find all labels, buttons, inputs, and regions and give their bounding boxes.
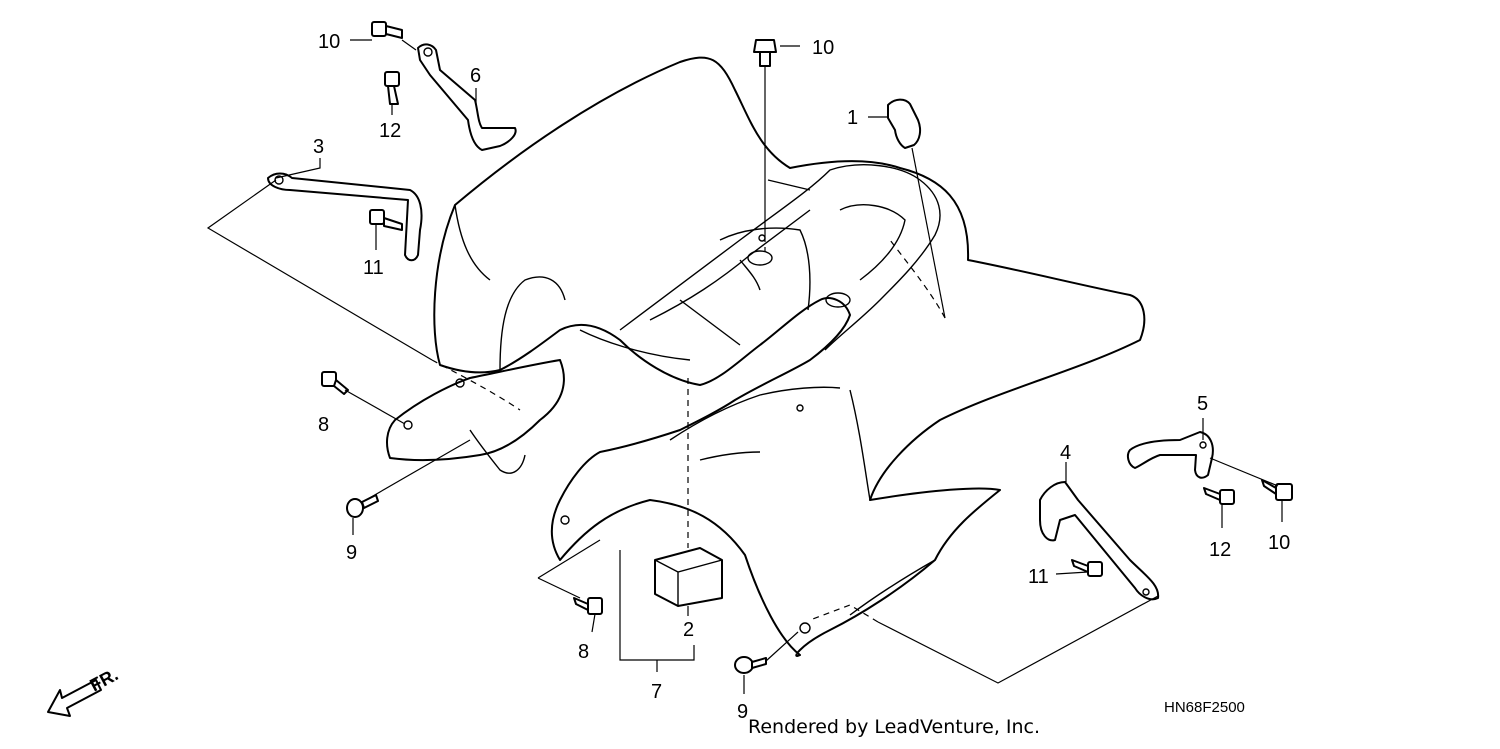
- callout-numbers: 10 6 12 3 11 10 1 8 9 2 8 7 9 4 5 11 12 …: [313, 31, 1290, 723]
- bolt-12-top-left[interactable]: [384, 71, 400, 105]
- bolt-9-left[interactable]: [346, 494, 379, 518]
- bolt-11-left[interactable]: [369, 209, 403, 231]
- rear-fender[interactable]: [386, 56, 1146, 657]
- hidden-lines: [431, 236, 946, 623]
- callout-12: 12: [379, 120, 401, 142]
- bolt-9-bottom[interactable]: [734, 656, 767, 674]
- callout-10: 10: [318, 31, 340, 53]
- part-2-pad[interactable]: [654, 547, 723, 607]
- callout-5: 5: [1197, 393, 1208, 415]
- callout-1: 1: [847, 107, 858, 129]
- callout-2: 2: [683, 619, 694, 641]
- callout-6: 6: [470, 65, 481, 87]
- callout-3: 3: [313, 136, 324, 158]
- leader-lines: [206, 39, 1283, 694]
- part-6-stay[interactable]: [417, 43, 517, 151]
- callout-9: 9: [346, 542, 357, 564]
- part-1-clip[interactable]: [887, 98, 922, 149]
- bolt-11-right[interactable]: [1071, 559, 1103, 577]
- callout-11: 11: [1028, 566, 1049, 588]
- part-4-stay[interactable]: [1039, 481, 1160, 601]
- callout-9: 9: [737, 701, 748, 723]
- bolt-8-bottom[interactable]: [573, 597, 603, 615]
- front-direction-arrow-icon: FR.: [47, 664, 121, 717]
- callout-10: 10: [812, 37, 834, 59]
- footer-credit: Rendered by LeadVenture, Inc.: [748, 716, 1041, 738]
- callout-11: 11: [363, 257, 384, 279]
- bolt-12-right[interactable]: [1203, 487, 1235, 505]
- callout-4: 4: [1060, 442, 1071, 464]
- callout-8: 8: [318, 414, 329, 436]
- bolt-10-right[interactable]: [1261, 479, 1293, 501]
- part-3-stay[interactable]: [267, 172, 423, 262]
- callout-7: 7: [651, 681, 662, 703]
- diagram-code: HN68F2500: [1164, 699, 1245, 716]
- bolt-10-top-center[interactable]: [753, 39, 777, 67]
- bolt-10-top-left[interactable]: [371, 21, 403, 39]
- callout-8: 8: [578, 641, 589, 663]
- part-5-stay[interactable]: [1126, 431, 1214, 479]
- callout-10: 10: [1268, 532, 1290, 554]
- bolt-8-left[interactable]: [321, 371, 349, 395]
- callout-12: 12: [1209, 539, 1231, 561]
